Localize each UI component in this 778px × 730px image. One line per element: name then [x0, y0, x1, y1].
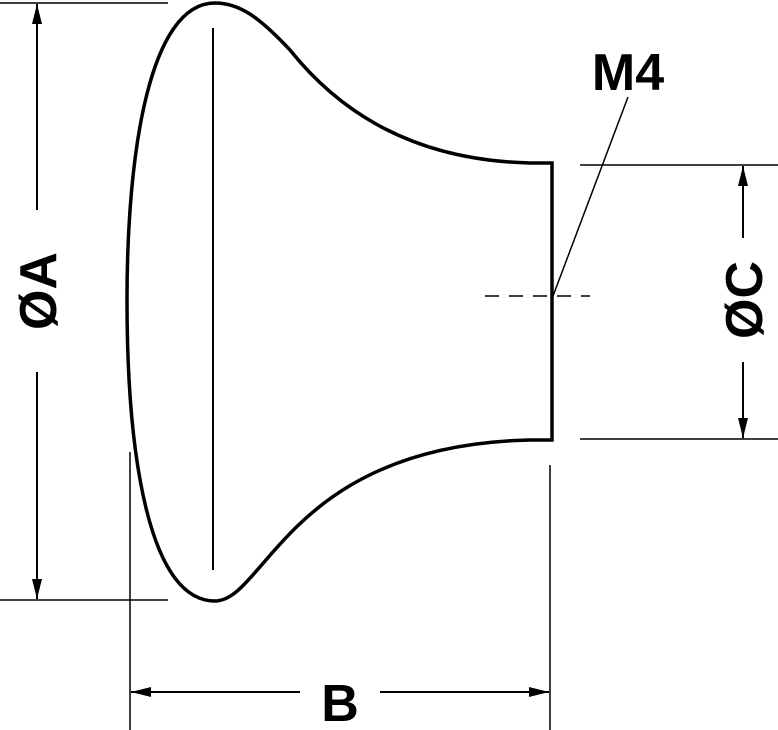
dimension-b-label: B [321, 675, 359, 730]
dimension-b: B [129, 452, 551, 730]
thread-label: M4 [592, 44, 664, 102]
dimension-c: ØC [580, 164, 778, 440]
thread-callout: M4 [485, 44, 664, 297]
dimension-c-label: ØC [716, 261, 774, 339]
knob-outline [125, 1, 554, 603]
dimension-a: ØA [0, 2, 168, 601]
dimension-a-label: ØA [10, 252, 68, 330]
